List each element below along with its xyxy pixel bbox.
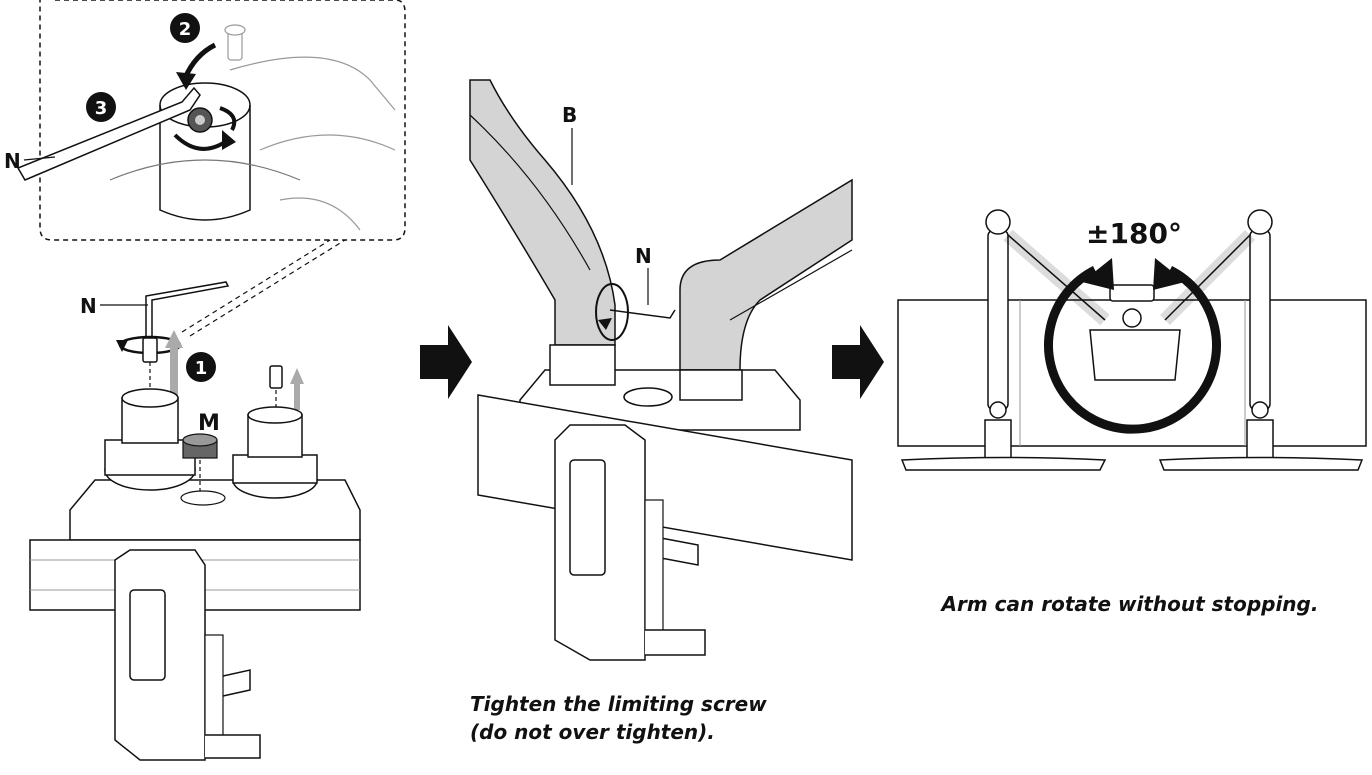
post-left xyxy=(104,388,196,491)
arm-hub xyxy=(1089,284,1181,381)
step-2-label: 2 xyxy=(179,19,192,40)
next-arrow-2 xyxy=(832,325,884,399)
pole-left xyxy=(900,209,1110,471)
label-b: B xyxy=(562,103,577,127)
zoom-leader-2 xyxy=(189,239,346,337)
caption-tighten-line2: (do not over tighten). xyxy=(470,720,715,744)
caption-tighten: Tighten the limiting screw (do not over … xyxy=(470,690,830,746)
up-arrow-right xyxy=(294,382,300,410)
step-3-marker: 3 xyxy=(86,92,116,122)
caption-rotate: Arm can rotate without stopping. xyxy=(941,592,1319,616)
pole-right xyxy=(1158,209,1364,471)
label-m: M xyxy=(198,411,220,436)
leader-n-zoom xyxy=(23,156,56,161)
zoom-leader-1 xyxy=(181,239,331,333)
clamp-mid xyxy=(554,424,706,661)
label-n-zoom: N xyxy=(4,149,21,173)
up-arrow-left xyxy=(170,345,178,395)
clamp-left xyxy=(114,549,261,761)
rotation-label: ±180° xyxy=(1086,217,1182,250)
label-n-mid: N xyxy=(635,244,652,268)
arm-right xyxy=(679,178,853,371)
small-screw-right xyxy=(269,365,283,389)
zoom-inset xyxy=(16,0,406,241)
up-arrow-right-head xyxy=(290,368,304,384)
step-3-label: 3 xyxy=(95,98,108,119)
caption-tighten-line1: Tighten the limiting screw xyxy=(470,692,767,716)
post-right xyxy=(232,406,318,499)
base-plate-mid xyxy=(477,344,853,561)
label-n-left: N xyxy=(80,294,97,318)
up-arrow-left-head xyxy=(165,330,183,348)
screw-rotate-arrow xyxy=(116,335,182,394)
step-1-marker: 1 xyxy=(186,352,216,382)
step-2-marker: 2 xyxy=(170,13,200,43)
arm-b xyxy=(469,79,616,346)
rotate-hint-mid xyxy=(595,283,676,341)
step-1-label: 1 xyxy=(195,358,208,379)
cap-m xyxy=(180,433,226,506)
rotation-indicator xyxy=(1044,258,1221,434)
next-arrow-1 xyxy=(420,325,472,399)
